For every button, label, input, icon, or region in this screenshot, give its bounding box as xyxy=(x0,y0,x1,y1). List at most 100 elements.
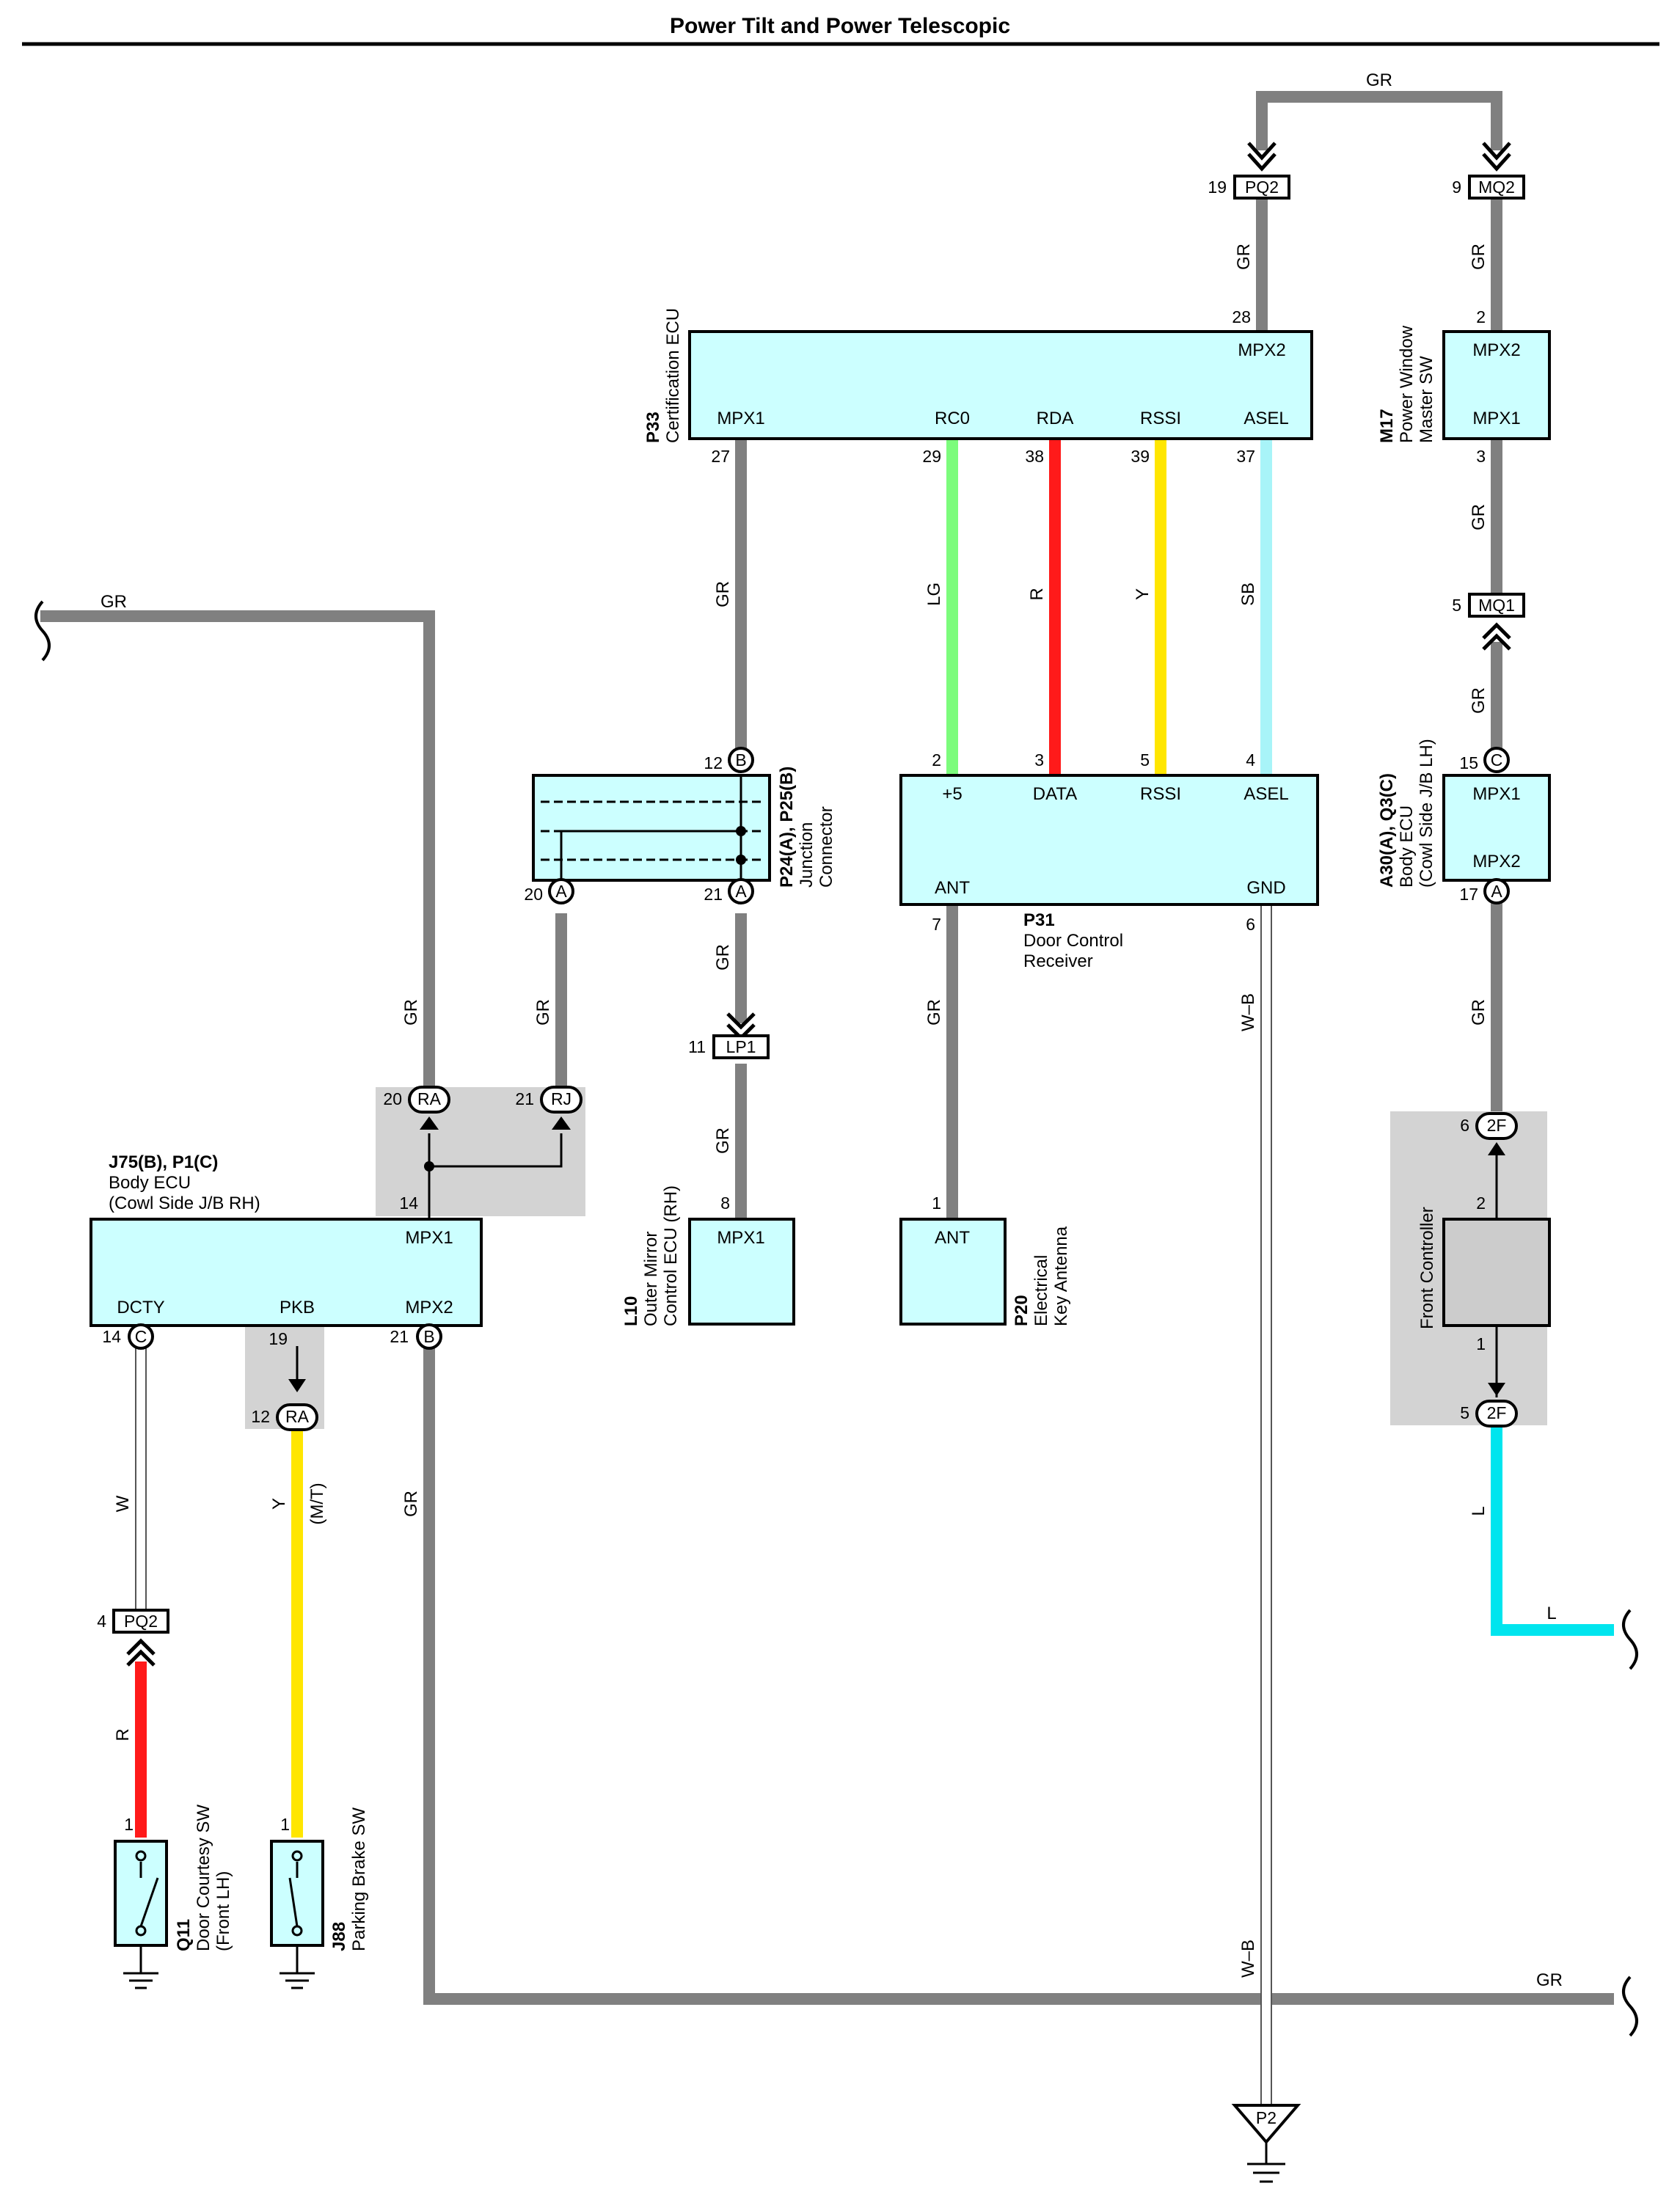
label-r: R xyxy=(113,1728,133,1741)
connector-pq2-low: PQ2 4 xyxy=(97,1609,169,1667)
q11-door-courtesy-sw: 1 Q11 Door Courtesy SW (Front LH) xyxy=(114,1805,233,1989)
label-wb: W–B xyxy=(1238,993,1258,1031)
label-y: Y xyxy=(1133,588,1153,600)
connector-ra-top: RA 20 xyxy=(383,1086,450,1130)
p33-pin-37: 37 xyxy=(1236,447,1255,466)
jc-pin-12: 12 xyxy=(704,753,723,772)
wire-end-right-gr xyxy=(1622,1975,1638,2037)
j75-box xyxy=(90,1218,483,1327)
j88-code: J88 xyxy=(329,1922,349,1951)
m17-name2: Master SW xyxy=(1417,356,1436,443)
junction-dot-ra xyxy=(424,1161,434,1171)
j75-name2: (Cowl Side J/B RH) xyxy=(109,1193,260,1213)
p33-term-mpx2: MPX2 xyxy=(1238,340,1285,360)
p20-name1: Electrical xyxy=(1031,1255,1051,1326)
jc-name1: Junction xyxy=(797,822,817,888)
p31-pin-2: 2 xyxy=(932,750,941,770)
l10-name2: Control ECU (RH) xyxy=(661,1185,681,1326)
m17-name1: Power Window xyxy=(1397,325,1417,443)
m17-pin-2: 2 xyxy=(1476,307,1486,326)
svg-text:20: 20 xyxy=(383,1089,402,1108)
p31-name2: Receiver xyxy=(1023,951,1093,971)
junction-connector: 12 20 21 P24(A), P25(B) Junction Connect… xyxy=(524,753,836,904)
label-gr: GR xyxy=(1234,244,1254,270)
svg-text:LP1: LP1 xyxy=(726,1037,756,1056)
svg-text:A: A xyxy=(555,882,567,901)
svg-text:9: 9 xyxy=(1452,178,1461,197)
p31-pin-6: 6 xyxy=(1246,915,1255,934)
label-gr: GR xyxy=(713,581,733,607)
j75-name1: Body ECU xyxy=(109,1173,191,1193)
label-sb: SB xyxy=(1238,582,1258,606)
connector-rj: RJ 21 xyxy=(515,1086,582,1130)
j75-term-mpx1: MPX1 xyxy=(405,1228,453,1248)
p31-box xyxy=(899,774,1319,906)
label-l: L xyxy=(1546,1604,1556,1623)
p33-code: P33 xyxy=(643,412,663,443)
j75-body-ecu-rh: MPX1 DCTY PKB MPX2 14 14 19 21 J75(B), P… xyxy=(90,1152,483,1348)
wire-gr-top-link xyxy=(1256,91,1502,150)
p31-pin-4: 4 xyxy=(1246,750,1255,770)
label-gr: GR xyxy=(1469,504,1489,530)
connector-pq2-top: PQ2 19 xyxy=(1208,142,1290,200)
svg-text:12: 12 xyxy=(251,1407,270,1426)
svg-text:A: A xyxy=(1491,882,1502,901)
svg-text:P2: P2 xyxy=(1256,2108,1277,2127)
svg-text:RA: RA xyxy=(417,1089,442,1108)
svg-text:PQ2: PQ2 xyxy=(1245,178,1279,197)
p20-box xyxy=(899,1218,1007,1326)
p33-certification-ecu: MPX2 MPX1 RC0 RDA RSSI ASEL 28 27 29 38 … xyxy=(643,307,1313,466)
label-gr: GR xyxy=(401,999,421,1026)
p20-term-ant: ANT xyxy=(935,1228,970,1248)
label-l: L xyxy=(1469,1506,1489,1516)
p33-pin-27: 27 xyxy=(711,447,730,466)
svg-text:RJ: RJ xyxy=(551,1089,571,1108)
p31-pin-3: 3 xyxy=(1034,750,1044,770)
p33-term-rda: RDA xyxy=(1037,409,1074,428)
p20-code: P20 xyxy=(1012,1295,1031,1326)
label-gr: GR xyxy=(1469,687,1489,714)
label-wb: W–B xyxy=(1238,1940,1258,1978)
wires xyxy=(40,91,1614,2105)
m17-code: M17 xyxy=(1377,409,1397,443)
ground-p2: P2 xyxy=(1231,2104,1301,2183)
j88-parking-brake-sw: 1 J88 Parking Brake SW xyxy=(270,1807,369,1989)
j88-pin-1: 1 xyxy=(280,1815,290,1834)
label-lg: LG xyxy=(924,582,944,606)
p31-term-ant: ANT xyxy=(935,878,970,898)
wire-end-right-l xyxy=(1622,1609,1638,1670)
a30-name1: Body ECU xyxy=(1397,805,1417,888)
a30-pin-15: 15 xyxy=(1459,753,1478,772)
svg-text:6: 6 xyxy=(1460,1116,1469,1135)
p33-box xyxy=(688,330,1313,440)
svg-text:RA: RA xyxy=(285,1407,310,1426)
label-gr: GR xyxy=(713,1127,733,1154)
p31-name1: Door Control xyxy=(1023,931,1123,951)
label-gr: GR xyxy=(1536,1970,1563,1990)
svg-text:2F: 2F xyxy=(1487,1116,1507,1135)
p31-code: P31 xyxy=(1023,910,1055,930)
j75-pin-14: 14 xyxy=(399,1193,418,1213)
l10-box xyxy=(688,1218,795,1326)
label-gr: GR xyxy=(1469,999,1489,1026)
j75-pin-19: 19 xyxy=(269,1329,288,1348)
j75-pin-14-dcty: 14 xyxy=(102,1327,121,1346)
j75-code: J75(B), P1(C) xyxy=(109,1152,218,1172)
jc-name2: Connector xyxy=(817,806,836,888)
jc-pin-21: 21 xyxy=(704,885,723,904)
svg-text:5: 5 xyxy=(1460,1403,1469,1422)
a30-code: A30(A), Q3(C) xyxy=(1377,773,1397,888)
p31-term-5v: +5 xyxy=(942,784,962,804)
label-w: W xyxy=(113,1495,133,1512)
p33-pin-29: 29 xyxy=(922,447,941,466)
l10-pin-8: 8 xyxy=(720,1193,730,1213)
front-controller-box xyxy=(1442,1218,1551,1327)
p31-door-control-receiver: +5 DATA RSSI ASEL ANT GND 2 3 5 4 7 6 P3… xyxy=(899,750,1319,971)
wire-l xyxy=(1491,1427,1614,1636)
svg-text:4: 4 xyxy=(97,1612,106,1631)
front-controller-pin-2: 2 xyxy=(1476,1193,1486,1213)
svg-text:21: 21 xyxy=(515,1089,534,1108)
label-r: R xyxy=(1027,588,1047,600)
m17-term-mpx1: MPX1 xyxy=(1472,409,1520,428)
a30-term-mpx1: MPX1 xyxy=(1472,784,1520,804)
